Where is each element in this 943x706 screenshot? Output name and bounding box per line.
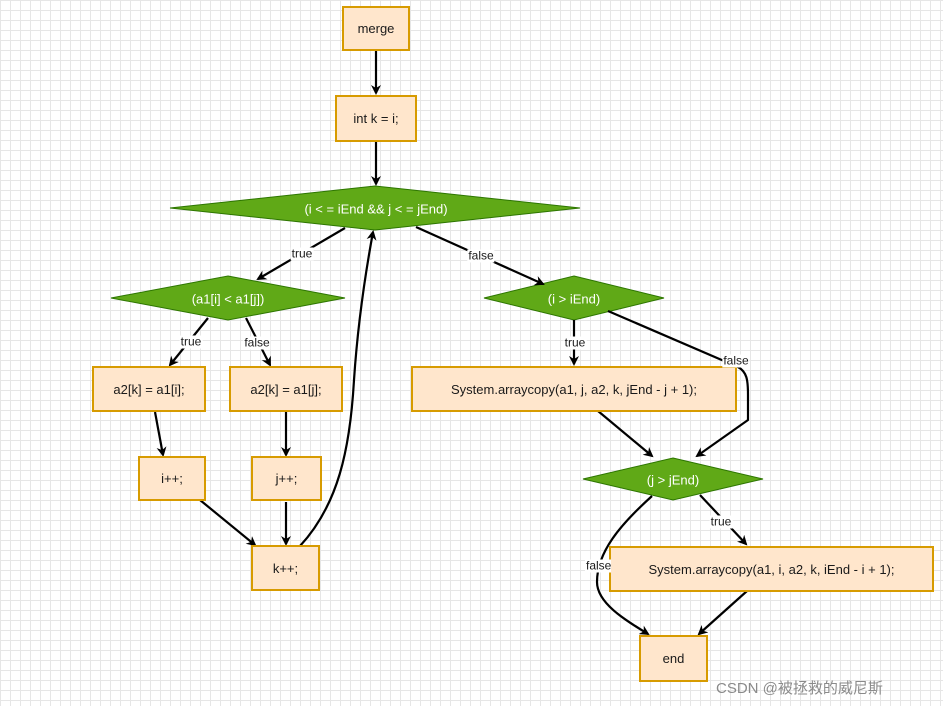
check-j-false-label: false [585, 559, 611, 573]
check-j-diamond[interactable] [582, 457, 764, 501]
end-node[interactable]: end [639, 635, 708, 682]
compare-true-label: true [179, 334, 203, 349]
merge-node[interactable]: merge [342, 6, 410, 51]
copy-i-node[interactable]: System.arraycopy(a1, i, a2, k, iEnd - i … [609, 546, 934, 592]
loop-false-label: false [467, 248, 495, 263]
edge-assign-i-to-inc-i [153, 411, 167, 457]
compare-false-label: false [243, 335, 271, 350]
check-j-label: (j > jEnd) [646, 472, 700, 488]
check-i-false-label: false [722, 353, 750, 368]
inc-i-node[interactable]: i++; [138, 456, 206, 501]
csdn-watermark: CSDN @被拯救的威尼斯 [716, 680, 883, 697]
inc-k-node[interactable]: k++; [251, 545, 320, 591]
loop-true-label: true [290, 246, 314, 261]
copy-j-node[interactable]: System.arraycopy(a1, j, a2, k, jEnd - j … [411, 366, 737, 412]
edge-inc-k-to-loop [299, 230, 377, 547]
assign-i-node[interactable]: a2[k] = a1[i]; [92, 366, 206, 412]
check-j-true-label: true [709, 514, 733, 529]
edge-inc-i-to-inc-k [199, 499, 257, 547]
init-k-node[interactable]: int k = i; [335, 95, 417, 142]
loop-condition-diamond[interactable] [169, 185, 581, 231]
edge-check-j-false [595, 495, 653, 636]
compare-label: (a1[i] < a1[j]) [191, 291, 265, 307]
edge-copy-i-to-end [697, 590, 748, 636]
loop-condition-label: (i < = iEnd && j < = jEnd) [304, 201, 448, 217]
inc-j-node[interactable]: j++; [251, 456, 322, 501]
compare-diamond[interactable] [110, 275, 346, 321]
assign-j-node[interactable]: a2[k] = a1[j]; [229, 366, 343, 412]
edge-copy-j-to-check-j [597, 410, 654, 458]
check-i-label: (i > iEnd) [547, 291, 601, 307]
check-i-true-label: true [563, 335, 587, 350]
